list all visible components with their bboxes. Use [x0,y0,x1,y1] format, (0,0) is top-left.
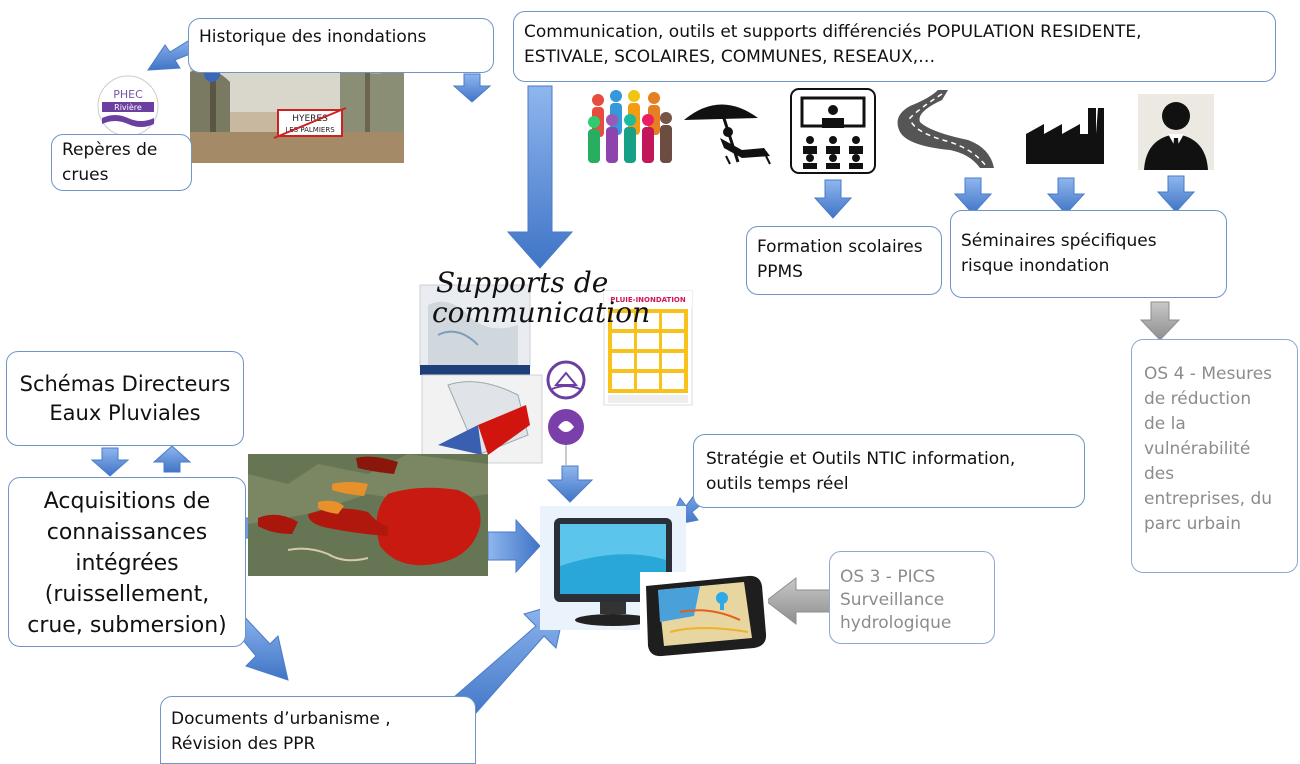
os4-line: de la [1144,414,1186,434]
strategie-line2: outils temps réel [706,474,849,494]
os3-box: OS 3 - PICS Surveillance hydrologique [829,551,995,644]
sign-line2: LES PALMIERS [285,126,335,134]
documents-line2: Révision des PPR [171,734,316,754]
seminaires-line2: risque inondation [961,256,1110,276]
reperes-box: Repères de crues [51,134,192,191]
schemas-box: Schémas Directeurs Eaux Pluviales [6,351,244,446]
sign-line1: HYERES [292,114,328,124]
poster-title: PLUIE-INONDATION [610,296,686,304]
flood-map-image [248,454,488,576]
supports-title: Supports de communication [432,268,650,328]
arrow-schemas-to-acquisitions [90,447,130,477]
acquisitions-line: Acquisitions de [43,489,211,514]
acquisitions-line: crue, submersion) [27,613,227,638]
os4-line: entreprises, du [1144,489,1273,509]
arrow-os3-to-phone [765,576,831,626]
historique-box: Historique des inondations [188,18,494,73]
os3-line: Surveillance [840,590,945,610]
arrow-classroom-to-formation [813,179,853,219]
acquisitions-box: Acquisitions de connaissances intégrées … [8,477,246,647]
businessman-icon [1138,94,1214,170]
supports-title-line1: Supports de [436,266,609,299]
arrow-supports-to-computer [546,465,594,503]
phec-logo-bottom: Rivière [114,102,142,112]
strategie-line1: Stratégie et Outils NTIC information, [706,449,1016,469]
arrow-seminaires-to-os4 [1139,301,1181,341]
seminaires-box: Séminaires spécifiques risque inondation [950,210,1227,298]
os4-box: OS 4 - Mesures de réduction de la vulnér… [1131,339,1298,573]
os4-line: parc urbain [1144,514,1242,534]
os4-line: OS 4 - Mesures [1144,364,1273,384]
os3-line: OS 3 - PICS [840,567,936,587]
arrow-communication-to-supports [506,85,574,269]
acquisitions-line: intégrées [75,551,179,576]
arrow-businessman-to-seminaires [1156,175,1196,213]
people-group-icon [588,90,672,163]
arrow-road-to-seminaires [953,177,993,215]
road-icon [897,90,994,168]
formation-line2: PPMS [757,262,803,282]
reperes-line1: Repères de [62,140,158,160]
os4-line: des [1144,464,1175,484]
historique-text: Historique des inondations [199,27,427,47]
communication-line2: ESTIVALE, SCOLAIRES, COMMUNES, RESEAUX,… [524,47,936,67]
phec-logo-top: PHEC [113,88,143,101]
schemas-line1: Schémas Directeurs [19,372,231,396]
beach-umbrella-icon [684,104,771,165]
documents-line1: Documents d’urbanisme , [171,709,391,729]
flood-photo: HYERES LES PALMIERS [190,62,404,163]
documents-box: Documents d’urbanisme , Révision des PPR [160,696,476,764]
phec-logo: PHEC Rivière [97,75,159,137]
seminaires-line1: Séminaires spécifiques [961,231,1157,251]
factory-icon [1026,108,1104,164]
strategie-box: Stratégie et Outils NTIC information, ou… [693,434,1085,508]
classroom-icon [790,88,876,174]
arrow-acquisitions-to-schemas [152,445,192,473]
communication-box: Communication, outils et supports différ… [513,11,1276,82]
supports-title-line2: communication [432,296,651,329]
reperes-line2: crues [62,165,109,185]
arrow-factory-to-seminaires [1046,177,1086,215]
schemas-line2: Eaux Pluviales [49,401,201,425]
os4-line: de réduction [1144,389,1252,409]
acquisitions-line: (ruissellement, [44,582,210,607]
arrow-map-to-computer [487,518,541,574]
os4-line: vulnérabilité [1144,439,1251,459]
communication-line1: Communication, outils et supports différ… [524,22,1142,42]
formation-box: Formation scolaires PPMS [746,226,942,295]
formation-line1: Formation scolaires [757,237,923,257]
smartphone-map-icon [640,572,768,658]
arrow-historique-down [452,73,492,103]
acquisitions-line: connaissances [46,520,208,545]
os3-line: hydrologique [840,613,952,633]
supports-collage: PLUIE-INONDATION [419,284,693,465]
